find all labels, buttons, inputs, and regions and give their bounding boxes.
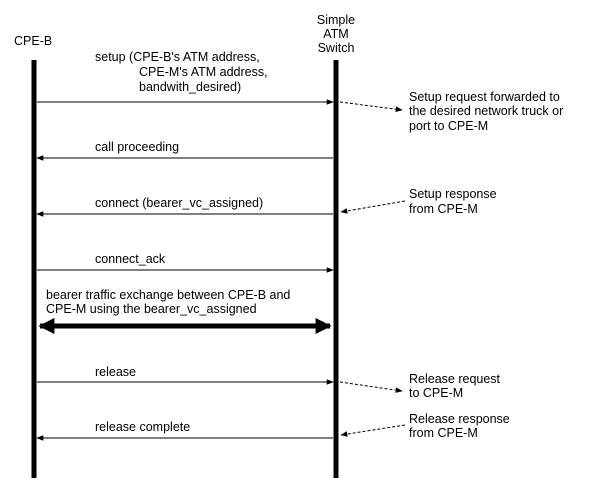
release-label: release (95, 365, 136, 379)
participant-switch-label-line1: Simple (317, 13, 355, 27)
connect-label: connect (bearer_vc_assigned) (95, 196, 263, 210)
setup-response-note-line1: Setup response (409, 187, 497, 201)
release-complete-label: release complete (95, 420, 190, 434)
setup-label-line1: setup (CPE-B's ATM address, (95, 50, 260, 64)
setup-response-note-line2: from CPE-M (409, 202, 478, 216)
setup-forward-connector (339, 101, 403, 112)
setup-label-line3: bandwith_desired) (139, 80, 241, 94)
setup-forward-note-line2: the desired network truck or (409, 104, 563, 118)
release-request-note-line2: to CPE-M (409, 386, 463, 400)
call-proceeding-label: call proceeding (95, 140, 179, 154)
setup-forward-note-line1: Setup request forwarded to (409, 90, 560, 104)
bearer-label-line2: CPE-M using the bearer_vc_assigned (46, 302, 257, 316)
release-request-note-line1: Release request (409, 372, 501, 386)
participant-cpe-b-label: CPE-B (14, 34, 52, 48)
bearer-label-line1: bearer traffic exchange between CPE-B an… (46, 288, 290, 302)
release-response-note-line1: Release response (409, 412, 510, 426)
setup-response-connector (340, 200, 406, 214)
release-request-connector (339, 381, 403, 393)
release-response-note-line2: from CPE-M (409, 426, 478, 440)
connect-ack-label: connect_ack (95, 252, 166, 266)
participant-switch-label-line2: ATM (323, 27, 348, 41)
setup-forward-note-line3: port to CPE-M (409, 119, 488, 133)
participant-switch-label-line3: Switch (318, 41, 355, 55)
release-response-connector (340, 424, 406, 437)
setup-label-line2: CPE-M's ATM address, (139, 65, 268, 79)
